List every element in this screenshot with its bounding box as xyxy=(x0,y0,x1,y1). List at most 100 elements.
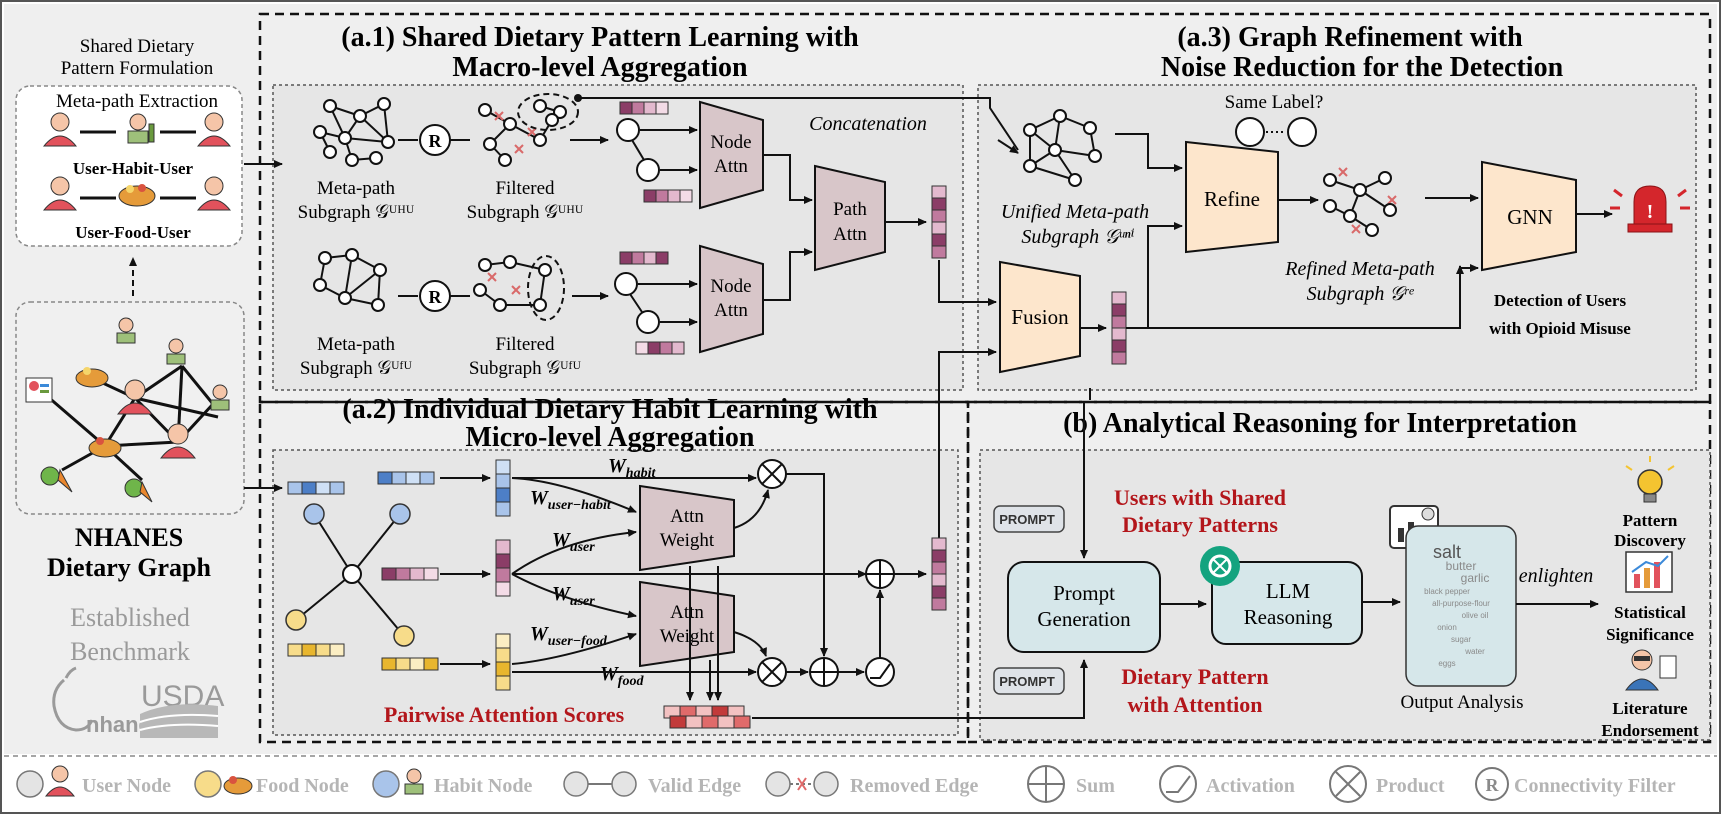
attn-weight-2a: Attn xyxy=(670,602,704,623)
alarm-icon: ! xyxy=(1610,185,1690,233)
prompt-gen-1: Prompt xyxy=(1053,581,1115,605)
pattern-attention-2: with Attention xyxy=(1127,692,1262,717)
filtered-ufu-1: Filtered xyxy=(495,334,555,355)
projected-vector-yellow xyxy=(495,633,511,691)
word-cloud-term: garlic xyxy=(1461,571,1490,585)
gnn-block xyxy=(1481,160,1577,272)
a3-title-1: (a.3) Graph Refinement with xyxy=(1177,22,1523,53)
node-compare-right xyxy=(1287,117,1317,147)
legend-sum: Sum xyxy=(1076,775,1115,797)
refine-block xyxy=(1185,140,1279,254)
detection-1: Detection of Users xyxy=(1494,291,1627,310)
pairwise-label: Pairwise Attention Scores xyxy=(384,702,625,727)
path-attn-2: Attn xyxy=(833,224,867,245)
embedding-vector-purple xyxy=(635,341,685,355)
projected-vector-blue xyxy=(495,459,511,517)
legend-valid-edge: Valid Edge xyxy=(648,775,741,797)
fused-vector xyxy=(1111,291,1127,365)
habit-icon xyxy=(210,384,230,411)
literature-2: Endorsement xyxy=(1601,721,1699,740)
legend-activation: Activation xyxy=(1206,775,1295,797)
food-bowl-icon xyxy=(118,184,156,207)
node-attn-block xyxy=(699,244,764,354)
metapath-ufu-2: Subgraph 𝒢ᵁᶠᵁ xyxy=(300,358,413,379)
food-node xyxy=(393,625,415,647)
statistical-2: Significance xyxy=(1606,625,1694,644)
embedding-vector-purple xyxy=(619,251,669,265)
enlighten-label: enlighten xyxy=(1519,565,1593,587)
word-cloud-panel xyxy=(1405,525,1517,687)
metapath-ufu-1: Meta-path xyxy=(317,334,396,355)
a1-title-1: (a.1) Shared Dietary Pattern Learning wi… xyxy=(341,22,859,53)
sum-legend-icon xyxy=(1027,765,1065,803)
word-cloud-term: black pepper xyxy=(1424,587,1470,596)
a3-title-2: Noise Reduction for the Detection xyxy=(1161,52,1564,83)
user-icon xyxy=(196,112,232,147)
connectivity-filter-legend-icon: R xyxy=(1475,767,1509,801)
embedding-vector-purple xyxy=(643,189,693,203)
product-operator xyxy=(757,657,787,687)
food-node xyxy=(285,609,307,631)
concatenation-label: Concatenation xyxy=(809,113,927,135)
user-icon xyxy=(196,176,232,211)
habit-icon xyxy=(116,317,136,344)
filtered-cluster xyxy=(517,93,579,131)
w-user-food: Wuser−food xyxy=(530,623,608,649)
filtered-uhu-1: Filtered xyxy=(495,178,555,199)
product-legend-icon xyxy=(1329,765,1367,803)
word-cloud-term: onion xyxy=(1437,623,1457,632)
ufu-nodes xyxy=(313,248,387,312)
lightbulb-icon xyxy=(1625,456,1675,503)
attn-weight-1b: Weight xyxy=(660,530,715,551)
prompt-tag-icon: PROMPT xyxy=(993,667,1065,695)
user-icon xyxy=(42,112,78,147)
prompt-tag-icon: PROMPT xyxy=(993,505,1065,533)
metapath-extraction-label: Meta-path Extraction xyxy=(56,91,218,112)
word-cloud-term: all-purpose-flour xyxy=(1432,599,1490,608)
word-cloud-term: salt xyxy=(1433,542,1461,562)
svg-text:R: R xyxy=(1486,775,1500,795)
embedding-vector-yellow xyxy=(381,657,439,671)
user-icon xyxy=(44,765,76,797)
embedding-vector-blue xyxy=(377,471,435,485)
detection-2: with Opioid Misuse xyxy=(1489,319,1631,338)
projected-vector-purple xyxy=(495,539,511,597)
a2-title-1: (a.2) Individual Dietary Habit Learning … xyxy=(342,394,878,425)
frame-a2 xyxy=(258,400,970,744)
node-attn-2b: Attn xyxy=(714,300,748,321)
metapath-uhu-2: Subgraph 𝒢ᵁᴴᵁ xyxy=(298,202,415,223)
user-habit-user-label: User-Habit-User xyxy=(73,159,194,178)
shared-patterns-1: Users with Shared xyxy=(1114,485,1286,510)
pattern-discovery-1: Pattern xyxy=(1623,511,1678,530)
node-neighbor-tree xyxy=(614,272,660,334)
user-node-legend-icon xyxy=(16,770,44,798)
word-cloud-term: eggs xyxy=(1438,659,1455,668)
user-icon xyxy=(159,423,197,459)
habit-node-legend-icon xyxy=(372,770,400,798)
legend-food-node: Food Node xyxy=(256,775,349,797)
statistics-chart-icon xyxy=(1625,551,1673,593)
user-food-user-label: User-Food-User xyxy=(75,223,191,242)
graph-title-1: NHANES xyxy=(75,523,183,552)
attn-weight-1a: Attn xyxy=(670,506,704,527)
sum-operator xyxy=(865,559,895,589)
vegetable-icon xyxy=(40,466,73,493)
a2-title-2: Micro-level Aggregation xyxy=(466,422,755,453)
prompt-gen-2: Generation xyxy=(1037,607,1131,631)
refine-label: Refine xyxy=(1204,187,1260,211)
frame-a1-a3 xyxy=(258,12,1712,404)
fusion-label: Fusion xyxy=(1011,305,1069,329)
usda-logo: USDA xyxy=(139,680,224,738)
filtered-ufu-nodes xyxy=(473,255,552,312)
food-bowl-icon xyxy=(75,367,109,388)
legend-product: Product xyxy=(1376,775,1445,797)
word-cloud-term: sugar xyxy=(1451,635,1471,644)
fusion-block xyxy=(999,260,1081,374)
b-title: (b) Analytical Reasoning for Interpretat… xyxy=(1063,408,1577,439)
habit-icon xyxy=(404,768,424,795)
removed-edge-legend-icon xyxy=(765,771,839,797)
node-attn-2: Attn xyxy=(714,156,748,177)
openai-logo-icon xyxy=(1200,546,1240,586)
removed-edge-marks xyxy=(487,272,521,295)
